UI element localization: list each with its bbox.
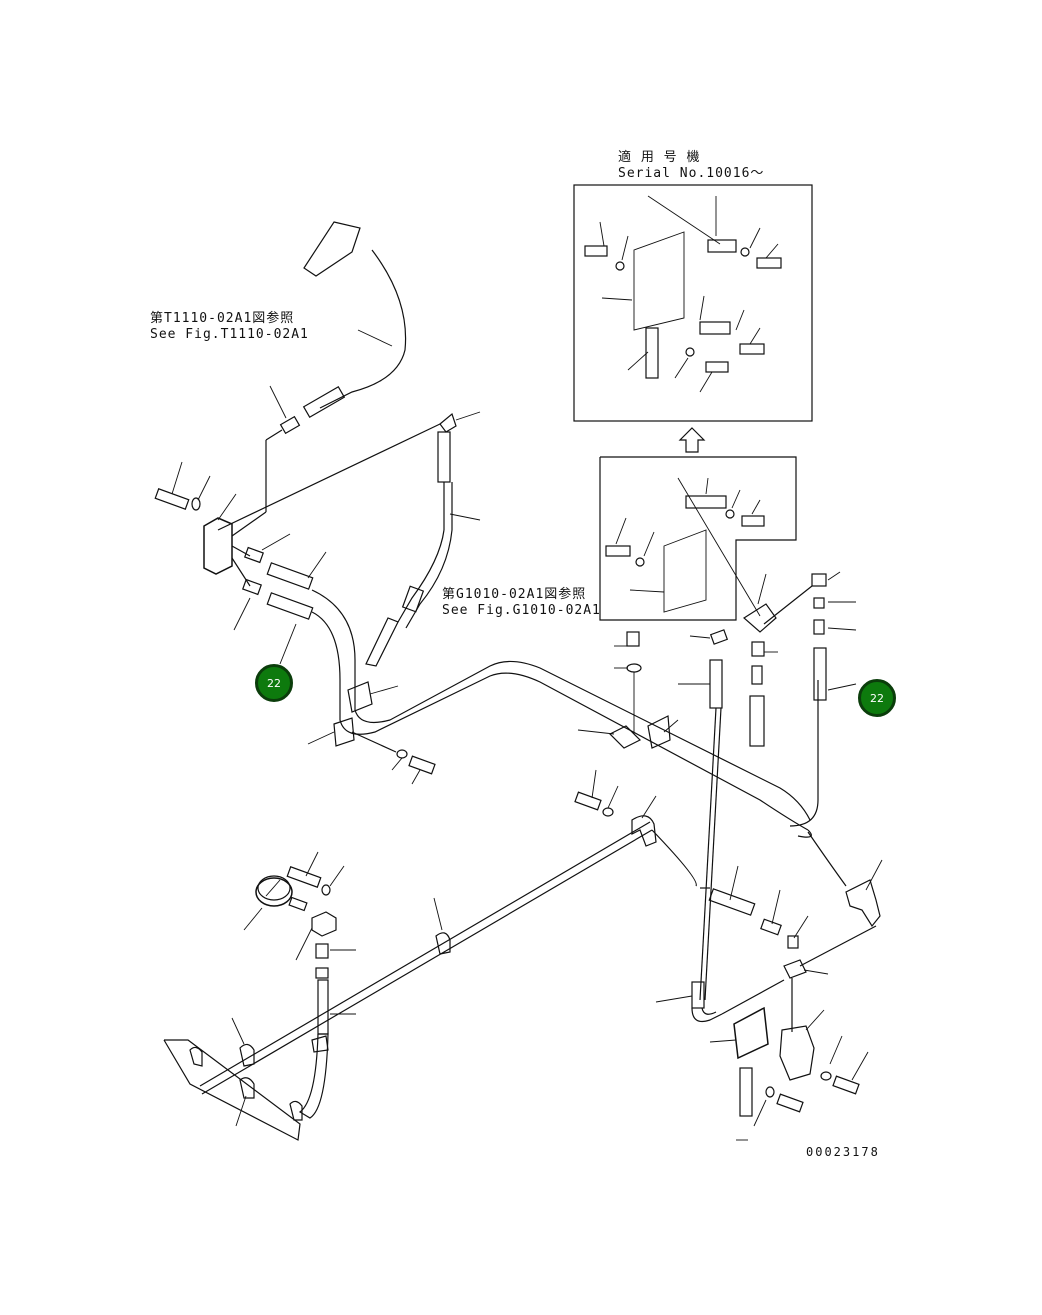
serial-inset (573, 184, 813, 422)
upper-hose (265, 221, 407, 512)
lower-inset (599, 456, 797, 621)
pressure-gauge (243, 851, 356, 1119)
callout-22-right[interactable]: 22 (858, 679, 896, 717)
reference-g1010-en[interactable]: See Fig.G1010-02A1 (442, 603, 601, 618)
clamp-and-tube (307, 411, 481, 785)
manifold (154, 423, 441, 665)
up-arrow-icon (678, 427, 706, 453)
serial-label-jp: 適 用 号 機 (618, 150, 701, 165)
lower-left-bracket (163, 1017, 303, 1141)
callout-22-left-text: 22 (267, 676, 281, 690)
callout-22-left[interactable]: 22 (255, 664, 293, 702)
main-tube (311, 589, 819, 838)
right-lower-assembly (655, 831, 883, 1141)
serial-label-en: Serial No.10016～ (618, 166, 765, 181)
reference-t1110-en[interactable]: See Fig.T1110-02A1 (150, 327, 309, 342)
reference-t1110-jp[interactable]: 第T1110-02A1図参照 (150, 311, 295, 326)
callout-22-right-text: 22 (870, 691, 884, 705)
lower-tube (199, 769, 710, 1095)
center-fittings (577, 571, 857, 1001)
drawing-number: 00023178 (806, 1145, 880, 1159)
reference-g1010-jp[interactable]: 第G1010-02A1図参照 (442, 587, 587, 602)
